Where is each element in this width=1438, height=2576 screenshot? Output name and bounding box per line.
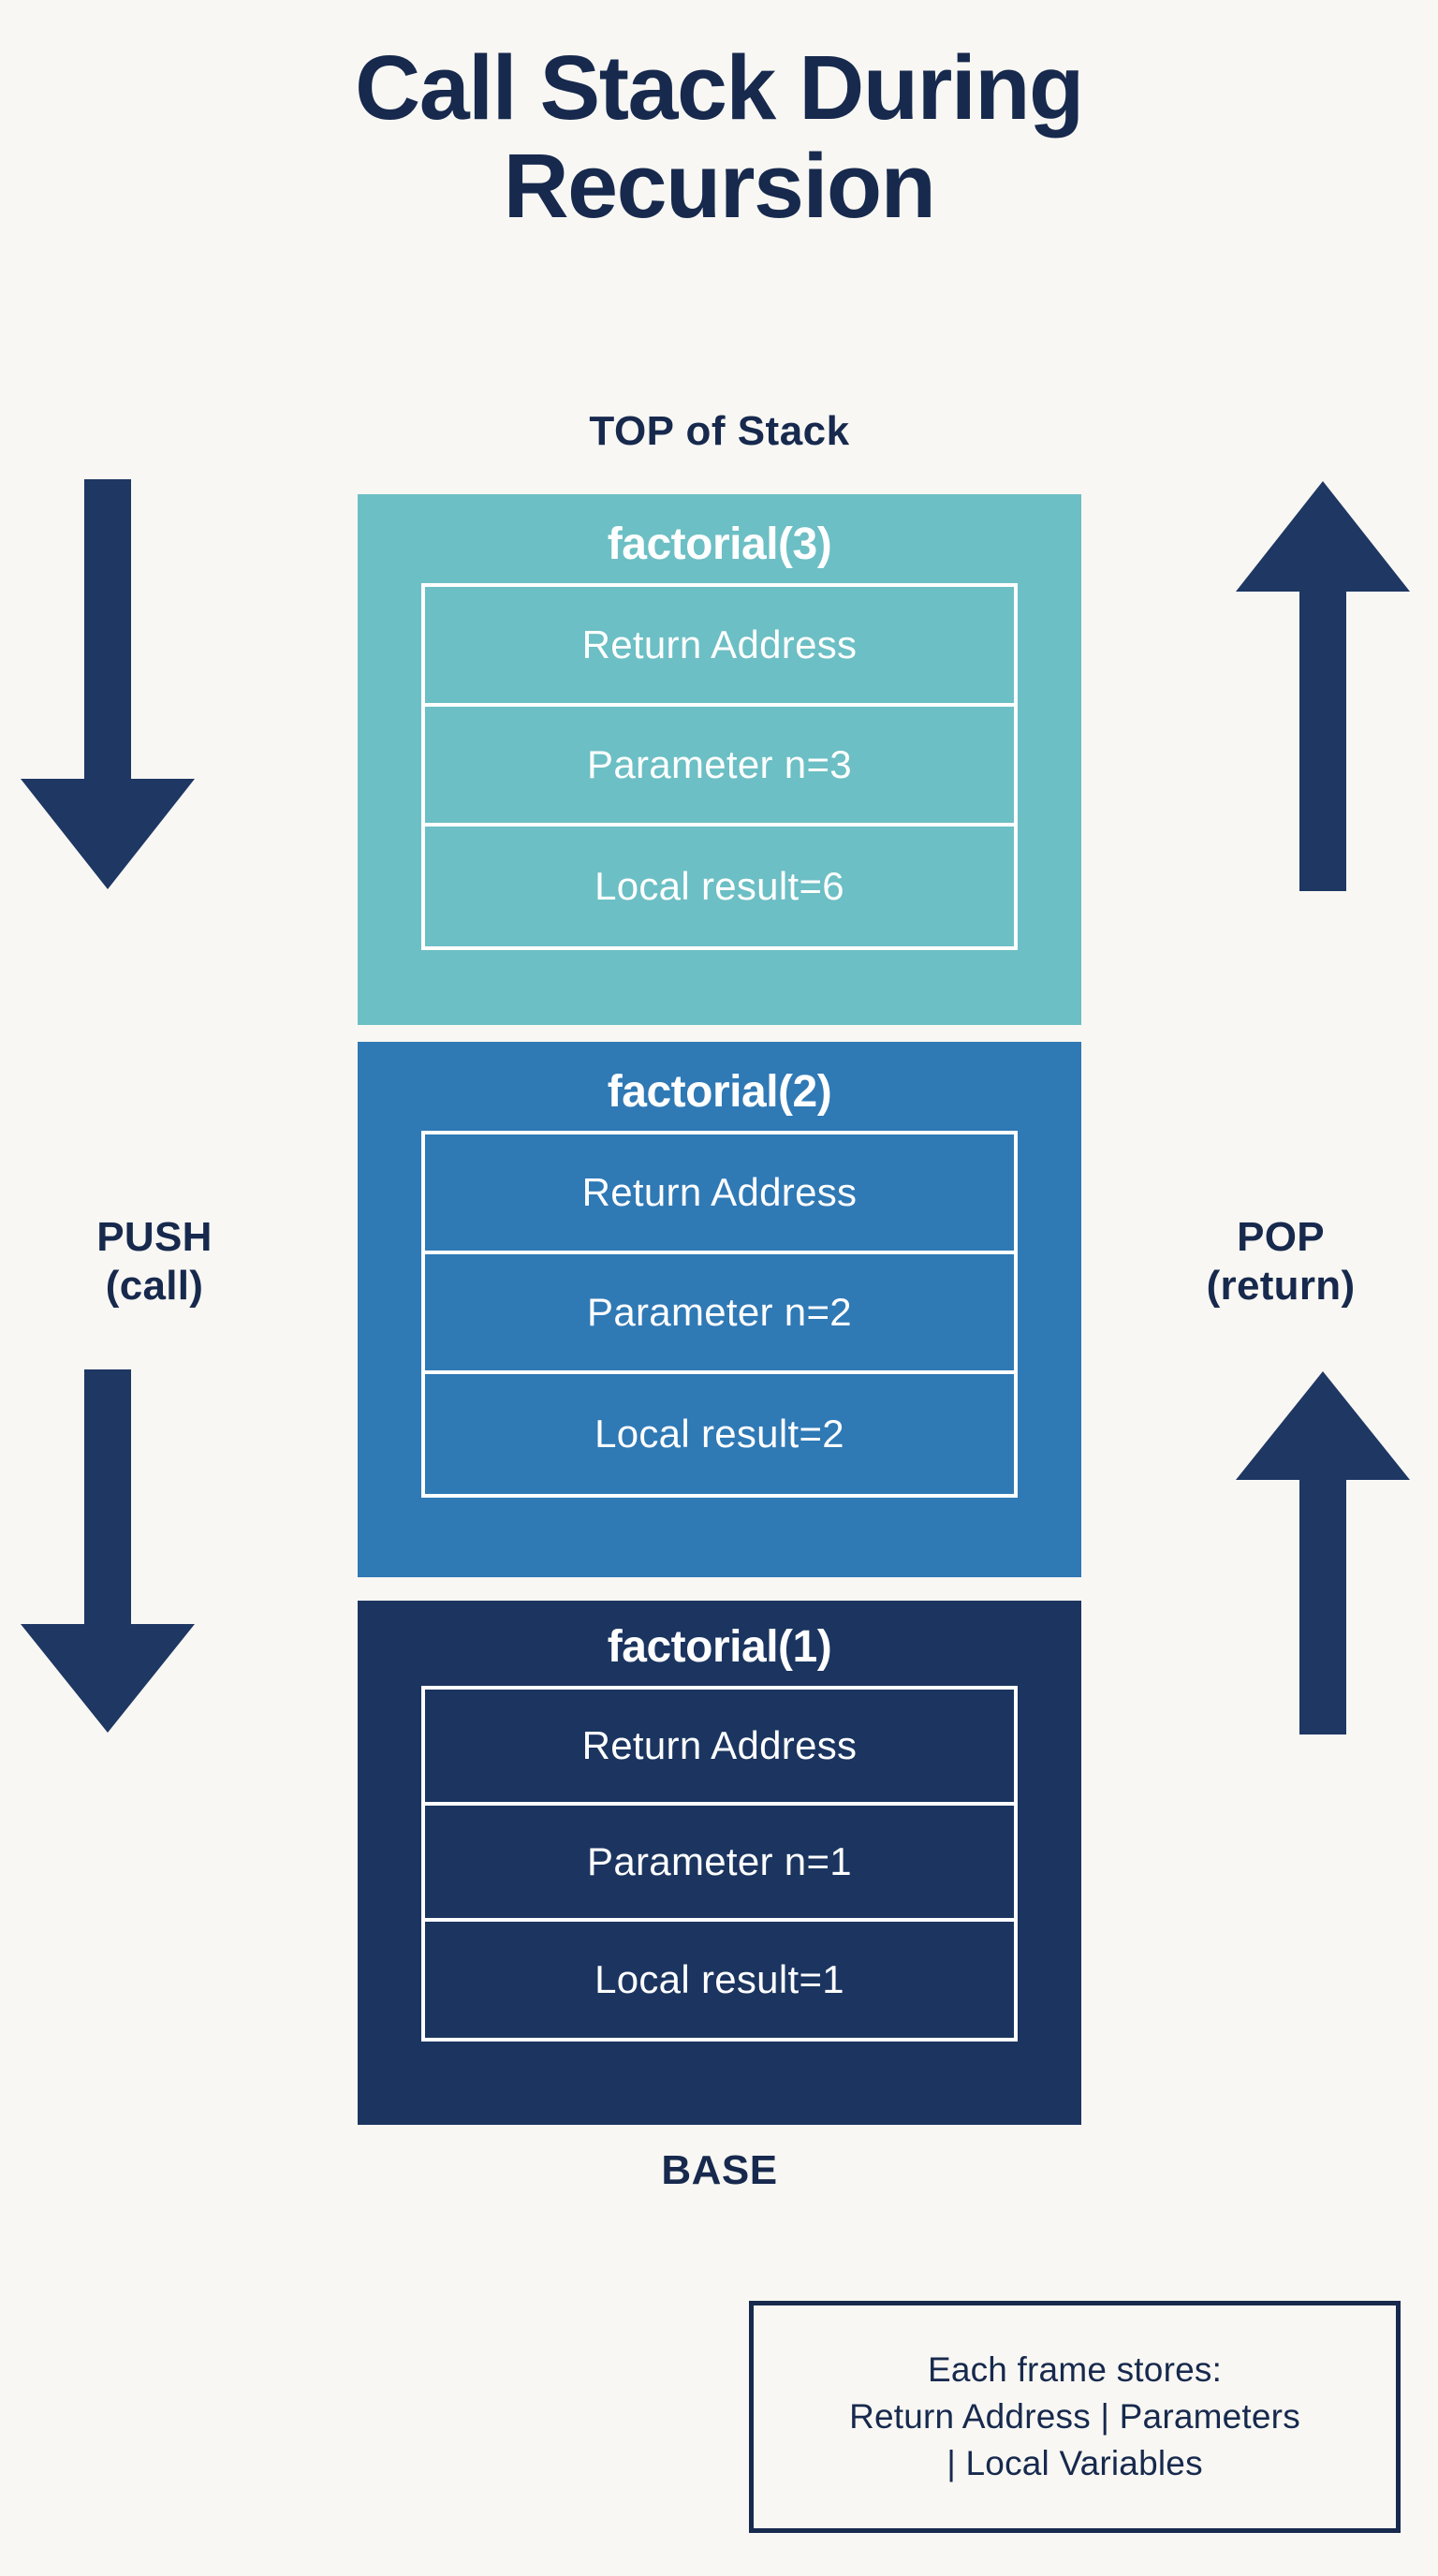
base-label: BASE (661, 2147, 778, 2193)
frame-slot-local: Local result=6 (594, 864, 844, 908)
arrow-up-icon (1234, 479, 1412, 891)
frame-slot-return-address: Return Address (425, 1134, 1014, 1254)
page-title: Call Stack During Recursion (355, 37, 1084, 237)
stack-frame: factorial(1) Return Address Parameter n=… (358, 1601, 1081, 2125)
push-label: PUSH (call) (96, 1214, 213, 1309)
arrow-down-icon (19, 1369, 197, 1734)
frame-slot-local: Local result=2 (594, 1412, 844, 1456)
frame-title: factorial(1) (607, 1622, 832, 1672)
frame-slot-group: Return Address Parameter n=1 Local resul… (421, 1686, 1018, 2042)
pop-label: POP (return) (1206, 1214, 1356, 1309)
frame-slot-return-address: Return Address (425, 1690, 1014, 1806)
frame-title: factorial(2) (607, 1067, 832, 1117)
frame-slot-group: Return Address Parameter n=3 Local resul… (421, 583, 1018, 950)
frame-slot-return-address: Return Address (425, 587, 1014, 707)
arrow-up-icon (1234, 1369, 1412, 1734)
top-of-stack-label: TOP of Stack (589, 408, 850, 454)
frame-slot-parameter: Parameter n=3 (425, 707, 1014, 827)
frame-slot-local: Local result=1 (594, 1957, 844, 2001)
legend-text: Each frame stores: Return Address | Para… (849, 2349, 1300, 2483)
frame-slot-group: Return Address Parameter n=2 Local resul… (421, 1131, 1018, 1498)
frame-slot-parameter: Parameter n=2 (425, 1254, 1014, 1374)
arrow-down-icon (19, 479, 197, 891)
legend-box: Each frame stores: Return Address | Para… (749, 2301, 1401, 2533)
stack-frame: factorial(3) Return Address Parameter n=… (358, 494, 1081, 1025)
frame-slot-parameter: Parameter n=1 (425, 1806, 1014, 1922)
stack-frame: factorial(2) Return Address Parameter n=… (358, 1042, 1081, 1577)
frame-title: factorial(3) (607, 520, 832, 569)
